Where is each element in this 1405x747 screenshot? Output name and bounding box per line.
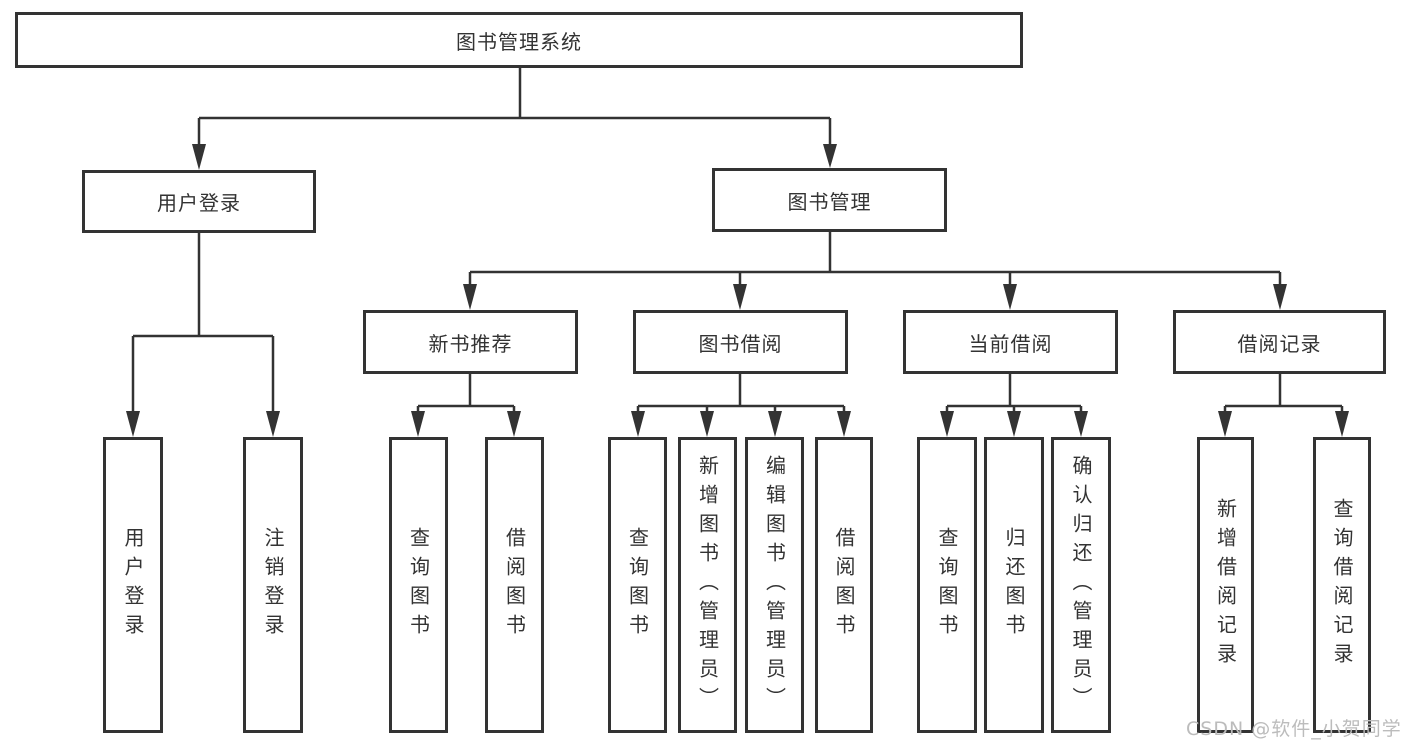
leaf-edit-books-admin: 编辑图书（管理员） bbox=[745, 437, 804, 733]
node-user-login: 用户登录 bbox=[82, 170, 316, 233]
node-borrowing-records: 借阅记录 bbox=[1173, 310, 1386, 374]
leaf-query-books: 查询图书 bbox=[608, 437, 667, 733]
node-current-borrowing: 当前借阅 bbox=[903, 310, 1118, 374]
leaf-query-books-current: 查询图书 bbox=[917, 437, 977, 733]
node-new-book-recommendation: 新书推荐 bbox=[363, 310, 578, 374]
leaf-add-borrow-record: 新增借阅记录 bbox=[1197, 437, 1254, 733]
leaf-confirm-return-admin: 确认归还（管理员） bbox=[1051, 437, 1111, 733]
leaf-query-borrow-record: 查询借阅记录 bbox=[1313, 437, 1371, 733]
leaf-query-books-recommend: 查询图书 bbox=[389, 437, 448, 733]
leaf-borrow-books: 借阅图书 bbox=[815, 437, 873, 733]
leaf-add-books-admin: 新增图书（管理员） bbox=[678, 437, 737, 733]
csdn-watermark: CSDN @软件_小贺同学 bbox=[1186, 718, 1402, 740]
node-book-management: 图书管理 bbox=[712, 168, 947, 232]
node-book-borrowing: 图书借阅 bbox=[633, 310, 848, 374]
leaf-user-login: 用户登录 bbox=[103, 437, 163, 733]
leaf-borrow-books-recommend: 借阅图书 bbox=[485, 437, 544, 733]
node-library-management-system: 图书管理系统 bbox=[15, 12, 1023, 68]
leaf-logout: 注销登录 bbox=[243, 437, 303, 733]
leaf-return-books: 归还图书 bbox=[984, 437, 1044, 733]
